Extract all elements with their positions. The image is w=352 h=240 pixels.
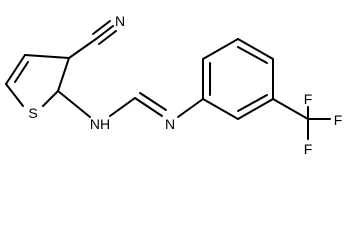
atom-label-fluorine-right: F bbox=[334, 112, 343, 128]
atom-label-cyano-n: N bbox=[115, 13, 125, 29]
bond-nh-ch bbox=[109, 97, 136, 117]
bond-ar-3-4-inner bbox=[237, 46, 268, 64]
structure-canvas: N S NH N F F F bbox=[5, 13, 343, 157]
bond-n-aryl bbox=[177, 98, 204, 118]
bond-cn-triple-a bbox=[95, 25, 114, 40]
trifluoromethyl-group bbox=[272, 98, 331, 140]
amidine-linker bbox=[57, 90, 204, 118]
atom-label-imine-n: N bbox=[165, 116, 175, 132]
molecule-diagram: N S NH N F F F bbox=[5, 13, 343, 157]
bond-c4-c3 bbox=[24, 54, 70, 59]
bond-cn-triple-c bbox=[98, 30, 117, 45]
bond-ch-n-b bbox=[139, 92, 167, 111]
bond-ch-n-a bbox=[134, 97, 163, 117]
bond-c2-nh bbox=[57, 90, 91, 118]
atom-label-fluorine-top: F bbox=[304, 91, 313, 107]
bond-c5-c4 bbox=[5, 54, 26, 85]
bond-s1-c5 bbox=[5, 83, 24, 107]
nitrile-group bbox=[68, 20, 117, 59]
bond-c3-c2 bbox=[57, 57, 70, 92]
bond-ar-cf3 bbox=[272, 98, 309, 120]
atom-label-amine-nh: NH bbox=[90, 116, 110, 132]
atom-label-sulfur: S bbox=[28, 105, 37, 121]
bond-ar-3-4 bbox=[237, 38, 274, 60]
bond-c3-cn bbox=[68, 38, 97, 59]
benzene-ring bbox=[202, 38, 274, 120]
bond-c2-s1 bbox=[42, 90, 59, 107]
bond-c5-c4-inner bbox=[14, 61, 29, 83]
bond-ar-6-1 bbox=[202, 98, 239, 120]
thiophene-ring bbox=[5, 54, 70, 107]
bond-cn-triple-b bbox=[92, 20, 111, 35]
atom-label-fluorine-bottom: F bbox=[304, 141, 313, 157]
bond-ar-2-3 bbox=[202, 38, 239, 60]
bond-ar-5-6-inner bbox=[237, 94, 268, 112]
bond-ar-5-6 bbox=[237, 98, 274, 120]
